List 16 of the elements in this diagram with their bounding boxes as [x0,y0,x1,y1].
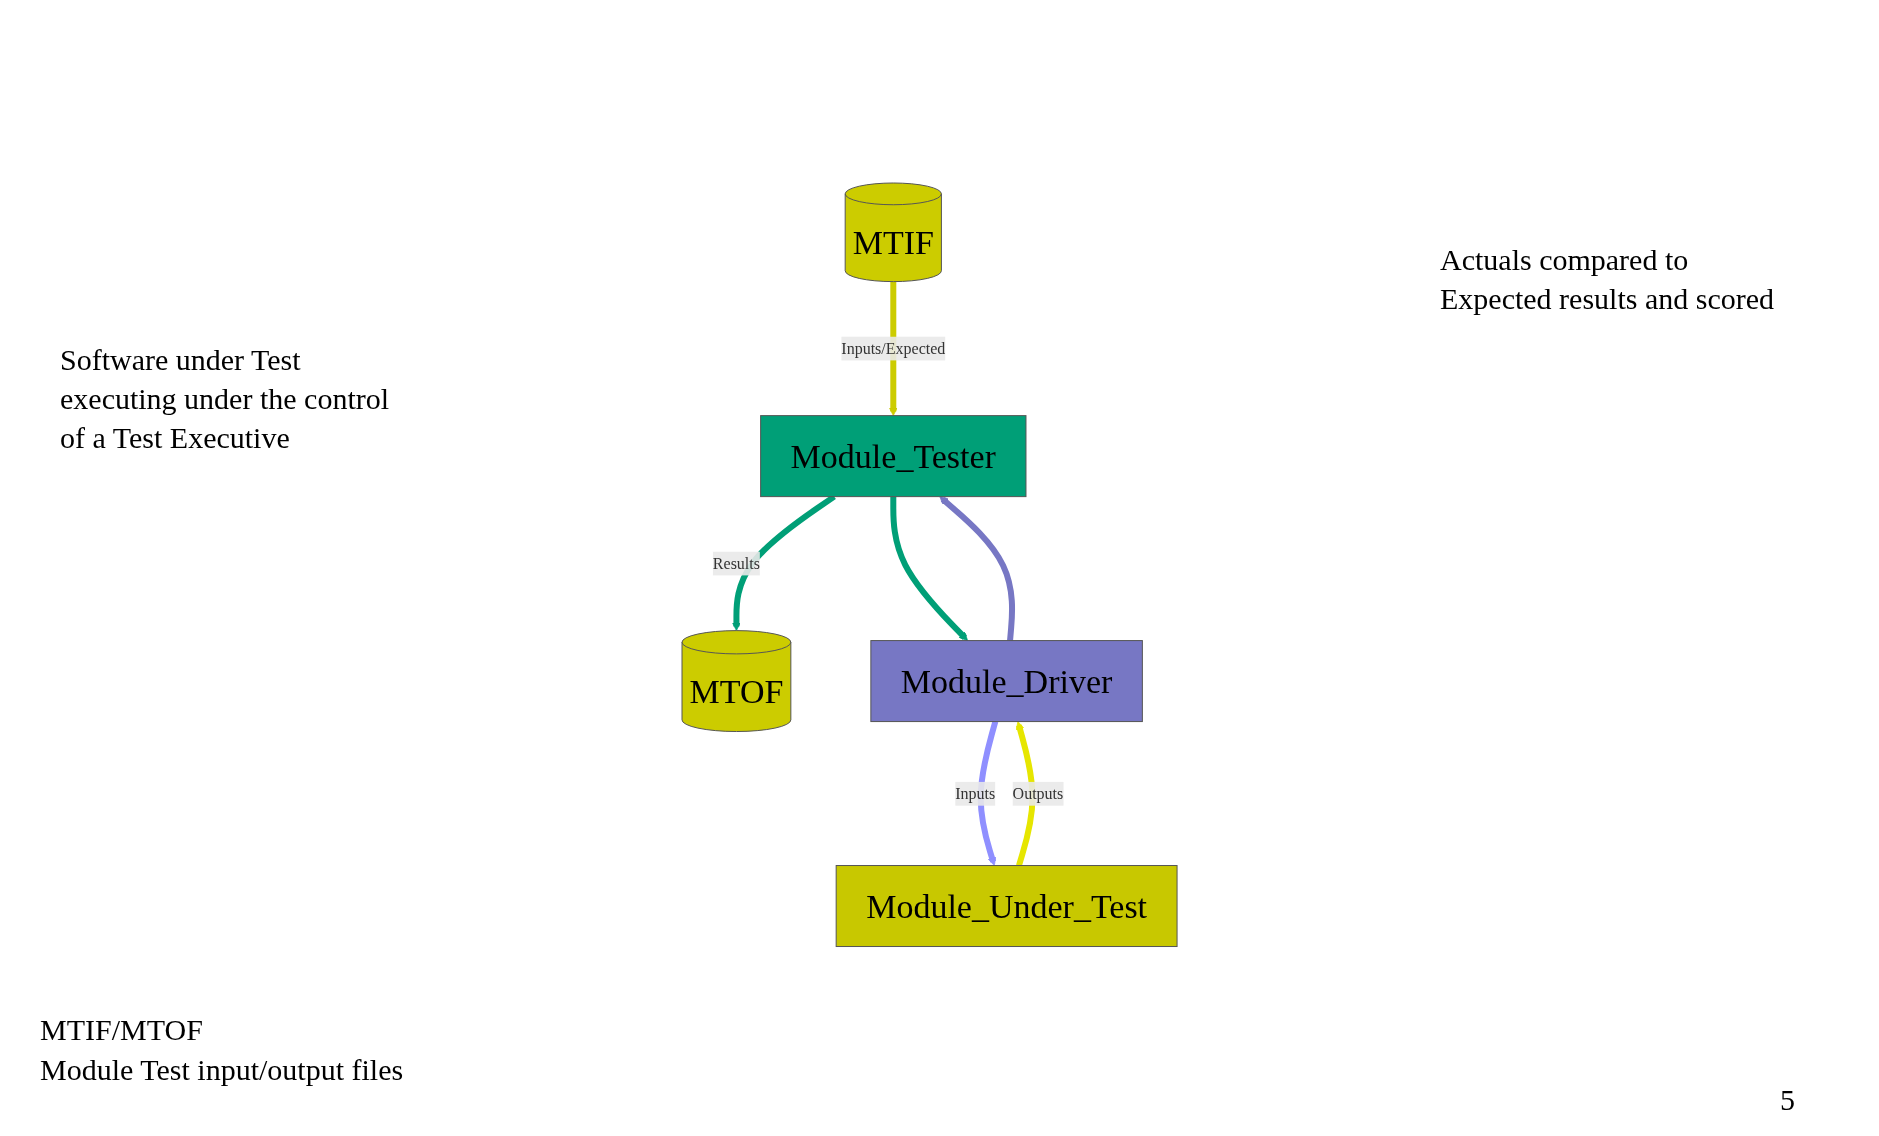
edge-label: Inputs/Expected [841,339,946,357]
edge-label: Results [713,554,761,572]
note-text: Actuals compared to Expected results and scored [1440,242,1776,317]
note-text: Software under Test executing under the control of a Test Executive [60,342,391,456]
page-number: 5 [1780,1082,1796,1118]
node-box: Module_Tester [760,415,1027,498]
arrow [1016,721,1036,867]
arrow [890,496,969,642]
edge-label: Outputs [1013,785,1064,803]
arrow [939,496,1016,642]
node-box: Module_Under_Test [836,865,1179,948]
node-box: Module_Driver [870,640,1144,723]
edge-label: Inputs [955,785,996,803]
note-text: Module Test input/output files [40,1052,405,1088]
note-text: MTIF/MTOF [40,1012,204,1048]
arrow [978,721,999,867]
